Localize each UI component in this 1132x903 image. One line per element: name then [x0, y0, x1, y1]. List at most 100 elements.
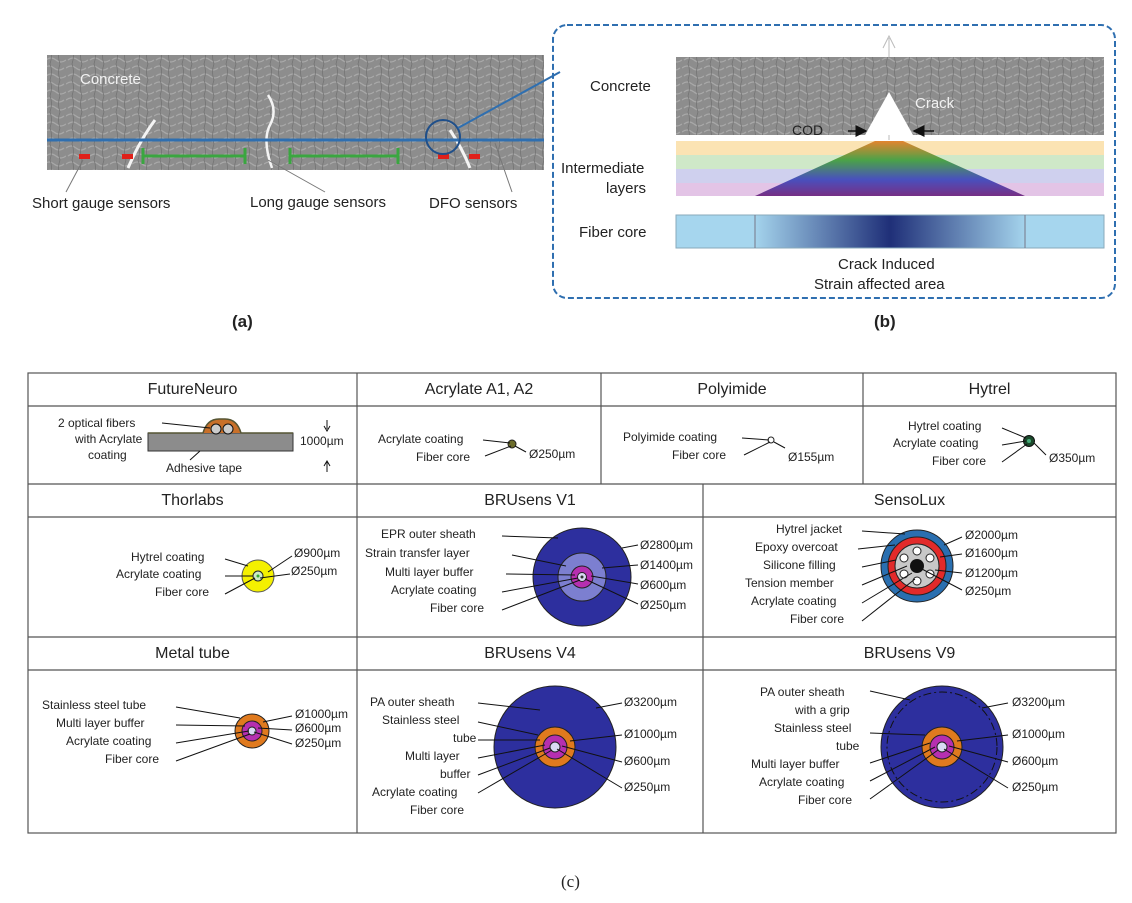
long-gauge-sensor	[141, 148, 247, 164]
metal-label-2: Multi layer buffer	[56, 716, 145, 730]
v1-label-4: Acrylate coating	[391, 583, 477, 597]
v4-dim-2: Ø1000µm	[624, 727, 677, 741]
v1-label-1: EPR outer sheath	[381, 527, 476, 541]
v4-label-2: Stainless steel	[382, 713, 460, 727]
crack-wedge	[865, 92, 913, 135]
acrylate-label-core: Fiber core	[416, 450, 471, 464]
thorlabs-drawing	[224, 555, 293, 595]
metal-label-3: Acrylate coating	[66, 734, 152, 748]
leader-dfo	[494, 142, 513, 193]
title-thorlabs: Thorlabs	[161, 492, 224, 509]
metal-label-4: Fiber core	[105, 752, 160, 766]
v1-dim-4: Ø250µm	[640, 598, 687, 612]
title-hytrel: Hytrel	[968, 381, 1011, 398]
strain-tent	[755, 141, 1025, 196]
sensolux-label-6: Fiber core	[790, 612, 845, 626]
panel-a	[47, 55, 561, 193]
short-gauge-sensor	[469, 154, 480, 159]
hytrel-dim: Ø350µm	[1049, 451, 1096, 465]
crack-3	[448, 129, 472, 169]
futureneuro-drawing	[147, 418, 331, 472]
title-brusens-v4: BRUsens V4	[484, 645, 576, 662]
title-futureneuro: FutureNeuro	[147, 381, 238, 398]
futureneuro-tape: Adhesive tape	[166, 461, 243, 475]
fiber-core-label-b: Fiber core	[579, 224, 647, 241]
dfo-label: DFO sensors	[429, 195, 518, 212]
v1-label-3: Multi layer buffer	[385, 565, 474, 579]
v4-label-6: Acrylate coating	[372, 785, 458, 799]
leader-long	[267, 159, 326, 193]
sensolux-dim-1: Ø2000µm	[965, 528, 1018, 542]
short-gauge-label: Short gauge sensors	[32, 195, 171, 212]
caption-c: (c)	[561, 872, 580, 891]
thorlabs-dim-1: Ø900µm	[294, 546, 341, 560]
zoom-connector	[457, 71, 561, 129]
induced-label-1: Crack Induced	[838, 256, 935, 273]
hytrel-label-acrylate: Acrylate coating	[893, 436, 979, 450]
title-sensolux: SensoLux	[873, 492, 946, 509]
v4-label-7: Fiber core	[410, 803, 465, 817]
v9-label-4: tube	[836, 739, 860, 753]
concrete-label-a: Concrete	[80, 71, 141, 88]
v4-label-5: buffer	[440, 767, 471, 781]
short-gauge-sensor	[79, 154, 90, 159]
v9-label-1: PA outer sheath	[760, 685, 845, 699]
thorlabs-label-acrylate: Acrylate coating	[116, 567, 202, 581]
title-acrylate: Acrylate A1, A2	[424, 381, 534, 398]
title-polyimide: Polyimide	[697, 381, 767, 398]
sensolux-dim-2: Ø1600µm	[965, 546, 1018, 560]
polyimide-label-core: Fiber core	[672, 448, 727, 462]
v9-dim-2: Ø1000µm	[1012, 727, 1065, 741]
v4-label-1: PA outer sheath	[370, 695, 455, 709]
v1-label-5: Fiber core	[430, 601, 485, 615]
futureneuro-fibers-3: coating	[88, 448, 127, 462]
thorlabs-label-hytrel: Hytrel coating	[131, 550, 205, 564]
title-brusens-v9: BRUsens V9	[863, 645, 956, 662]
brusens-v9-drawing	[869, 685, 1009, 809]
crack-label: Crack	[915, 95, 955, 112]
futureneuro-fibers-1: 2 optical fibers	[58, 416, 136, 430]
metal-dim-2: Ø600µm	[295, 721, 342, 735]
v9-dim-4: Ø250µm	[1012, 780, 1059, 794]
short-gauge-sensor	[438, 154, 449, 159]
thorlabs-dim-2: Ø250µm	[291, 564, 338, 578]
v4-dim-3: Ø600µm	[624, 754, 671, 768]
sensolux-label-1: Hytrel jacket	[776, 522, 843, 536]
v1-dim-3: Ø600µm	[640, 578, 687, 592]
v9-dim-1: Ø3200µm	[1012, 695, 1065, 709]
polyimide-drawing	[741, 436, 786, 456]
title-metal-tube: Metal tube	[155, 645, 230, 662]
hytrel-label-core: Fiber core	[932, 454, 987, 468]
fiber-core-bar	[675, 214, 1105, 249]
sensolux-drawing	[857, 529, 963, 622]
crack-2	[265, 94, 275, 169]
long-gauge-sensor	[288, 148, 400, 164]
v9-label-6: Acrylate coating	[759, 775, 845, 789]
hytrel-label-coating: Hytrel coating	[908, 419, 982, 433]
panel-c-grid	[27, 372, 1117, 834]
hytrel-drawing	[1001, 427, 1047, 463]
acrylate-dim: Ø250µm	[529, 447, 576, 461]
v4-label-3: tube	[453, 731, 477, 745]
thorlabs-label-core: Fiber core	[155, 585, 210, 599]
v4-dim-1: Ø3200µm	[624, 695, 677, 709]
zoom-circle	[425, 119, 461, 155]
crack-1	[126, 119, 157, 169]
induced-label-2: Strain affected area	[814, 276, 945, 293]
sensolux-dim-3: Ø1200µm	[965, 566, 1018, 580]
leader-short	[65, 159, 84, 193]
caption-a: (a)	[232, 312, 253, 331]
caption-b: (b)	[874, 312, 896, 331]
v4-label-4: Multi layer	[405, 749, 460, 763]
title-brusens-v1: BRUsens V1	[484, 492, 576, 509]
v4-dim-4: Ø250µm	[624, 780, 671, 794]
v9-label-2: with a grip	[795, 703, 850, 717]
polyimide-label-coating: Polyimide coating	[623, 430, 718, 444]
brusens-v4-drawing	[477, 685, 623, 809]
polyimide-dim: Ø155µm	[788, 450, 835, 464]
cod-label: COD	[792, 122, 824, 138]
futureneuro-fibers-2: with Acrylate	[75, 432, 143, 446]
brusens-v1-drawing	[501, 527, 639, 627]
metal-dim-1: Ø1000µm	[295, 707, 348, 721]
